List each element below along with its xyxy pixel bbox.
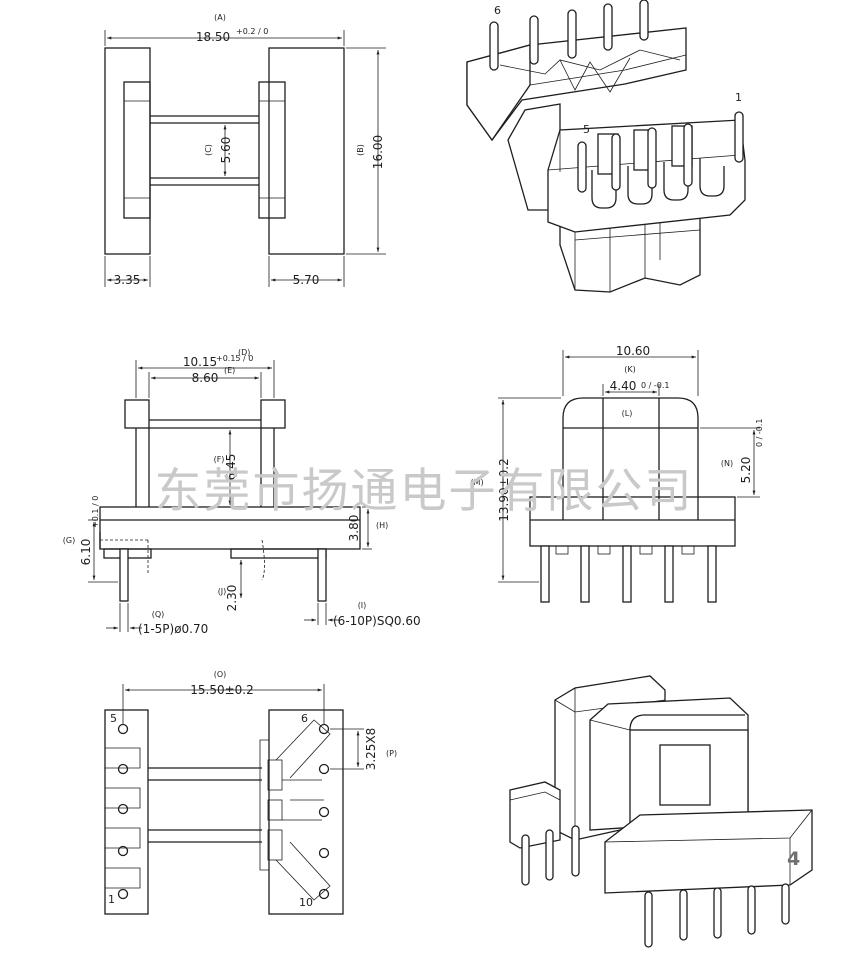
dim-f-value: 6.45 xyxy=(224,454,238,481)
bottom-pin-label-5: 5 xyxy=(110,712,117,725)
dim-c-tag: (C) xyxy=(204,144,213,156)
bottom-view-pin-holes-left xyxy=(117,723,129,900)
iso-lower-front-pins xyxy=(644,883,790,948)
iso-view-upper: 6 1 5 xyxy=(466,0,746,293)
dim-k-tag: (K) xyxy=(624,365,636,374)
iso-pin-label-1: 1 xyxy=(735,91,742,104)
dim-g-value: 6.10 xyxy=(79,539,93,566)
front-view: 10.60 (K) 4.40 0 / -0.1 (L) (M) 13.90±0.… xyxy=(470,344,764,603)
side-pin-left xyxy=(119,548,129,602)
dim-c-value: 5.60 xyxy=(219,137,233,164)
dim-j-tag: (J) xyxy=(218,587,227,596)
dim-d-value: 10.15 xyxy=(183,355,217,369)
dim-g-tolerance: +0.1 / 0 xyxy=(91,496,100,528)
iso-view-lower: 4 xyxy=(509,675,813,948)
dim-e-tag: (E) xyxy=(224,366,235,375)
iso-front-pins xyxy=(577,111,744,193)
dim-h-tag: (H) xyxy=(376,521,388,530)
dim-p-value: 3.25X8 xyxy=(364,728,378,771)
bottom-view-left-flange xyxy=(104,709,149,915)
side-view-base xyxy=(99,506,361,550)
dim-left-width: 3.35 xyxy=(114,273,141,287)
dim-l-value: 4.40 xyxy=(610,379,637,393)
dim-i-tag: (I) xyxy=(358,601,367,610)
front-view-pins xyxy=(540,545,717,603)
iso-back-pins xyxy=(489,0,649,71)
dim-i-value: (6-10P)SQ0.60 xyxy=(333,614,421,628)
front-view-base xyxy=(529,496,736,547)
bottom-view-wire-channels xyxy=(267,719,331,901)
dim-q-tag: (Q) xyxy=(152,610,165,619)
dim-right-width: 5.70 xyxy=(293,273,320,287)
top-view-right-flange xyxy=(268,47,345,255)
dim-d-tolerance: +0.15 / 0 xyxy=(216,354,253,363)
iso-pin-label-5: 5 xyxy=(583,123,590,136)
dim-e-value: 8.60 xyxy=(192,371,219,385)
dim-a-value: 18.50 xyxy=(196,30,230,44)
side-view: 10.15 +0.15 / 0 (D) 8.60 (E) (F) 6.45 3.… xyxy=(63,348,421,636)
bottom-view: (O) 15.50±0.2 3.25X8 (P) 5 1 6 10 xyxy=(104,670,397,915)
dim-q-value: (1-5P)ø0.70 xyxy=(138,622,208,636)
bottom-pin-label-1: 1 xyxy=(108,893,115,906)
dim-o-tag: (O) xyxy=(214,670,227,679)
dim-d-tag: (D) xyxy=(238,348,250,357)
dim-n-value: 5.20 xyxy=(739,457,753,484)
dim-b-value: 16.00 xyxy=(371,135,385,169)
dim-p-tag: (P) xyxy=(386,749,397,758)
company-watermark: 东莞市扬通电子有限公司 xyxy=(155,464,694,519)
top-view-left-tab xyxy=(123,81,151,219)
dim-a-tolerance: +0.2 / 0 xyxy=(236,27,268,36)
page-number-badge: 4 xyxy=(787,848,800,870)
dim-m-value: 13.90±0.2 xyxy=(497,458,511,522)
dim-g-tag: (G) xyxy=(63,536,75,545)
bottom-view-pin-holes-right xyxy=(318,723,330,900)
dim-b-tag: (B) xyxy=(356,144,365,156)
dim-m-tag: (M) xyxy=(470,478,483,487)
dim-f-tag: (F) xyxy=(214,455,225,464)
dim-n-tolerance: 0 / -0.1 xyxy=(755,419,764,447)
top-view-left-flange xyxy=(104,47,151,255)
bottom-view-right-flange xyxy=(268,709,344,915)
top-view-right-tab xyxy=(258,81,286,219)
bottom-pin-label-6: 6 xyxy=(301,712,308,725)
dim-l-tag: (L) xyxy=(622,409,633,418)
dim-l-tolerance: 0 / -0.1 xyxy=(641,381,669,390)
dim-j-value: 2.30 xyxy=(225,585,239,612)
bottom-pin-label-10: 10 xyxy=(299,896,313,909)
dim-h-value: 3.80 xyxy=(347,515,361,542)
dim-a-tag: (A) xyxy=(214,13,226,22)
top-view: (A) 18.50 +0.2 / 0 (B) 16.00 (C) 5.60 3.… xyxy=(104,13,386,287)
iso-pin-label-6: 6 xyxy=(494,4,501,17)
dim-k-value: 10.60 xyxy=(616,344,650,358)
iso-lower-back-pins xyxy=(521,825,580,886)
dim-n-tag: (N) xyxy=(721,459,733,468)
side-pin-right xyxy=(317,548,327,602)
dim-o-value: 15.50±0.2 xyxy=(190,683,254,697)
